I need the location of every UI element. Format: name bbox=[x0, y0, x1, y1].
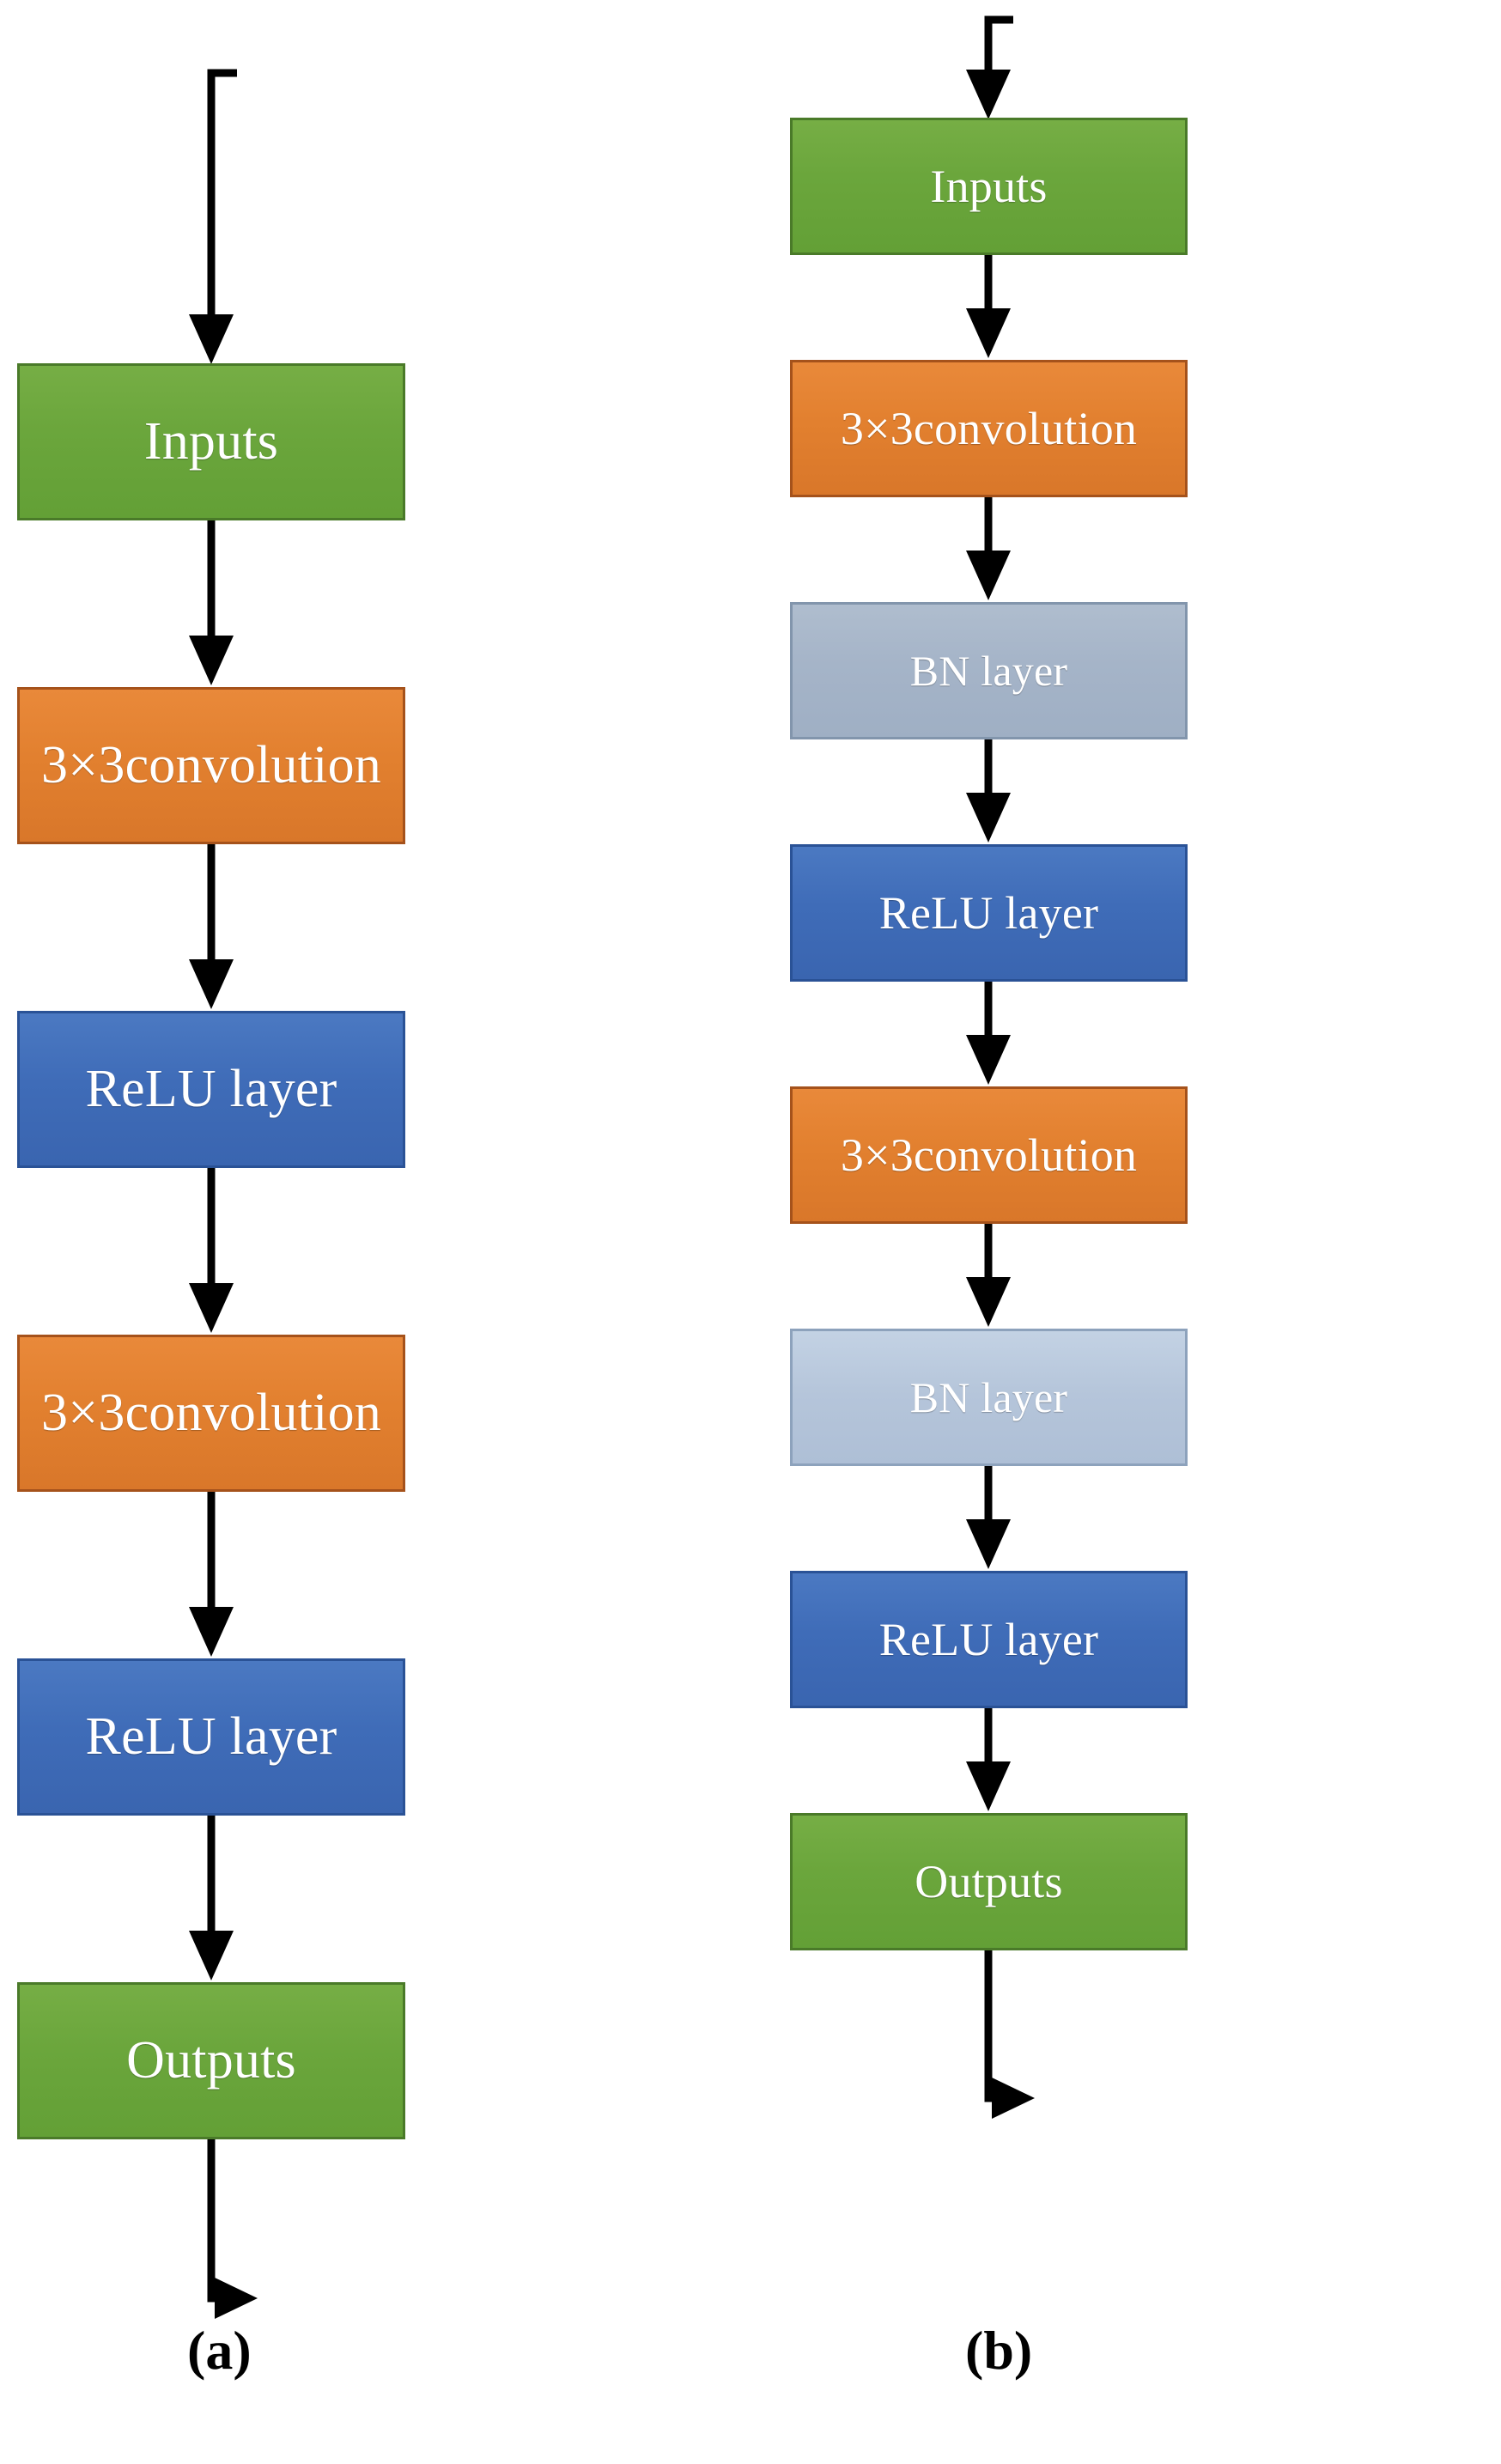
node-a-3-relu[interactable]: ReLU layer bbox=[17, 1011, 405, 1168]
node-a-6-label: Outputs bbox=[126, 2031, 296, 2090]
node-a-2-conv[interactable]: 3×3convolution bbox=[17, 687, 405, 844]
node-b-3-label: BN layer bbox=[909, 647, 1068, 695]
panel-a-arrow-5 bbox=[0, 1816, 756, 1982]
node-b-8-outputs[interactable]: Outputs bbox=[790, 1813, 1188, 1950]
node-b-4-label: ReLU layer bbox=[878, 887, 1099, 939]
node-b-8-label: Outputs bbox=[915, 1856, 1063, 1907]
panel-a: Inputs 3×3convolution ReLU layer bbox=[0, 0, 756, 2381]
node-b-2-label: 3×3convolution bbox=[840, 403, 1138, 454]
node-a-5-label: ReLU layer bbox=[85, 1707, 337, 1766]
node-b-7-label: ReLU layer bbox=[878, 1614, 1099, 1665]
panel-a-arrow-3 bbox=[0, 1168, 756, 1335]
node-a-4-label: 3×3convolution bbox=[41, 1384, 381, 1442]
node-b-1-inputs[interactable]: Inputs bbox=[790, 118, 1188, 255]
panel-b-arrow-4 bbox=[756, 982, 1501, 1086]
panel-b-arrow-7 bbox=[756, 1708, 1501, 1813]
panel-b: Inputs 3×3convolution BN layer bbox=[756, 0, 1501, 2464]
panel-b-arrow-1 bbox=[756, 255, 1501, 360]
node-b-3-bn[interactable]: BN layer bbox=[790, 602, 1188, 739]
panel-b-caption: (b) bbox=[965, 2320, 1033, 2381]
node-a-2-label: 3×3convolution bbox=[41, 736, 381, 794]
panel-a-caption: (a) bbox=[187, 2320, 252, 2381]
panel-a-arrow-2 bbox=[0, 844, 756, 1011]
panel-b-arrow-6 bbox=[756, 1466, 1501, 1571]
panel-a-entry-arrow bbox=[0, 0, 756, 369]
panel-b-arrow-2 bbox=[756, 497, 1501, 602]
panel-b-arrow-5 bbox=[756, 1224, 1501, 1329]
panel-a-arrow-1 bbox=[0, 520, 756, 687]
node-b-6-label: BN layer bbox=[909, 1373, 1068, 1421]
panel-b-arrow-3 bbox=[756, 739, 1501, 844]
node-a-4-conv[interactable]: 3×3convolution bbox=[17, 1335, 405, 1492]
node-b-1-label: Inputs bbox=[930, 161, 1048, 212]
node-a-1-label: Inputs bbox=[143, 412, 279, 471]
node-b-2-conv[interactable]: 3×3convolution bbox=[790, 360, 1188, 497]
node-b-5-label: 3×3convolution bbox=[840, 1129, 1138, 1181]
panel-b-entry-arrow bbox=[756, 0, 1501, 125]
node-b-7-relu[interactable]: ReLU layer bbox=[790, 1571, 1188, 1708]
panel-a-arrow-4 bbox=[0, 1492, 756, 1658]
node-a-5-relu[interactable]: ReLU layer bbox=[17, 1658, 405, 1816]
node-b-5-conv[interactable]: 3×3convolution bbox=[790, 1086, 1188, 1224]
node-a-1-inputs[interactable]: Inputs bbox=[17, 363, 405, 520]
node-a-6-outputs[interactable]: Outputs bbox=[17, 1982, 405, 2139]
panel-b-exit-arrow bbox=[756, 1950, 1501, 2122]
node-b-4-relu[interactable]: ReLU layer bbox=[790, 844, 1188, 982]
panel-a-exit-arrow bbox=[0, 2139, 756, 2328]
node-a-3-label: ReLU layer bbox=[85, 1060, 337, 1118]
node-b-6-bn[interactable]: BN layer bbox=[790, 1329, 1188, 1466]
